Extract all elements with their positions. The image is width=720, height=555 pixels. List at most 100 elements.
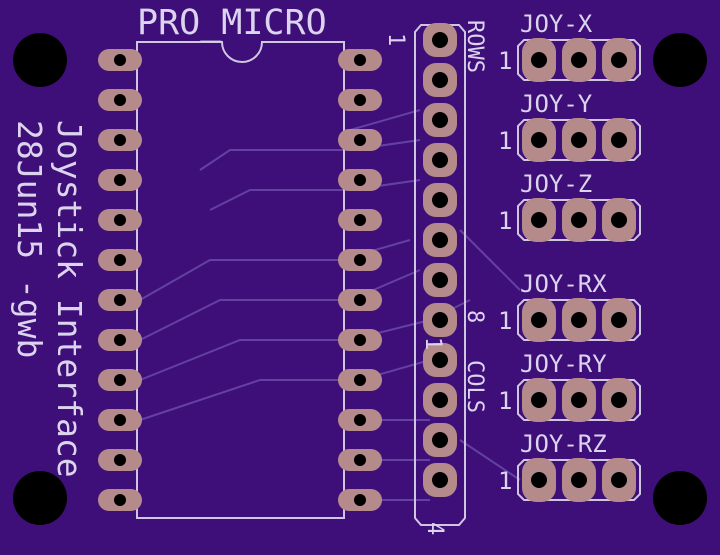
joystick-label: JOY-Z — [520, 170, 592, 198]
chip-pin-pad — [98, 489, 142, 511]
chip-pin-pad — [338, 409, 382, 431]
chip-pin-pad — [98, 329, 142, 351]
joystick-pin1-label: 1 — [498, 127, 512, 155]
header-pin-pad — [423, 263, 457, 297]
board-date-author: 28Jun15 -gwb — [10, 120, 49, 358]
rows-pin8-label: 8 — [462, 310, 487, 323]
chip-pin-pad — [98, 89, 142, 111]
chip-pin-pad — [338, 249, 382, 271]
joystick-header-outline — [517, 119, 641, 161]
chip-pads — [98, 49, 382, 511]
chip-pin-pad — [338, 129, 382, 151]
joystick-pin1-label: 1 — [498, 207, 512, 235]
joystick-pin-pad — [562, 458, 596, 502]
rows-cols-header: 1 ROWS 8 1 COLS 4 — [383, 20, 487, 535]
chip-pin-pad — [338, 489, 382, 511]
joystick-pin-pad — [522, 198, 556, 242]
header-pin-pad — [423, 63, 457, 97]
joystick-header: JOY-RY 1 — [498, 350, 641, 422]
joystick-header-outline — [517, 39, 641, 81]
joystick-header: JOY-Z 1 — [498, 170, 641, 242]
joystick-pin1-label: 1 — [498, 47, 512, 75]
joystick-pin-pad — [562, 118, 596, 162]
cols-label: COLS — [462, 360, 487, 413]
header-pads — [423, 23, 457, 497]
joystick-header-outline — [517, 459, 641, 501]
pro-micro-footprint: PRO_MICRO — [98, 3, 382, 519]
rows-pin1-label: 1 — [383, 33, 408, 46]
joystick-pin-pad — [602, 38, 636, 82]
joystick-pin1-label: 1 — [498, 387, 512, 415]
chip-pin-pad — [338, 209, 382, 231]
chip-pin-pad — [338, 449, 382, 471]
mounting-hole-top-left — [13, 33, 67, 87]
chip-pin-pad — [98, 209, 142, 231]
joystick-pin-pad — [562, 378, 596, 422]
joystick-header: JOY-X 1 — [498, 10, 641, 82]
chip-pin-pad — [338, 89, 382, 111]
header-pin-pad — [423, 343, 457, 377]
header-pin-pad — [423, 23, 457, 57]
joystick-label: JOY-RX — [520, 270, 607, 298]
joystick-header-outline — [517, 299, 641, 341]
joystick-pin1-label: 1 — [498, 467, 512, 495]
header-pin-pad — [423, 103, 457, 137]
joystick-header-outline — [517, 199, 641, 241]
joystick-pin-pad — [602, 118, 636, 162]
joystick-pin1-label: 1 — [498, 307, 512, 335]
header-pin-pad — [423, 183, 457, 217]
chip-pin-pad — [98, 169, 142, 191]
joystick-pin-pad — [522, 298, 556, 342]
chip-pin-pad — [98, 129, 142, 151]
chip-label: PRO_MICRO — [137, 3, 327, 43]
chip-pin-pad — [338, 289, 382, 311]
joystick-pin-pad — [522, 458, 556, 502]
mounting-hole-bottom-right — [653, 471, 707, 525]
chip-pin-pad — [98, 369, 142, 391]
joystick-label: JOY-X — [520, 10, 593, 38]
header-pin-pad — [423, 223, 457, 257]
header-pin-pad — [423, 303, 457, 337]
header-outline — [414, 24, 466, 526]
joystick-pin-pad — [522, 118, 556, 162]
chip-pin-pad — [98, 289, 142, 311]
header-pin-pad — [423, 423, 457, 457]
joystick-pin-pad — [602, 378, 636, 422]
header-pin-pad — [423, 143, 457, 177]
header-pin-pad — [423, 463, 457, 497]
joystick-header-outline — [517, 379, 641, 421]
joystick-pin-pad — [602, 198, 636, 242]
chip-outline — [136, 41, 345, 519]
cols-pin1-label: 1 — [420, 337, 445, 350]
joystick-pin-pad — [602, 298, 636, 342]
joystick-label: JOY-Y — [520, 90, 593, 118]
chip-pin-pad — [338, 329, 382, 351]
mounting-hole-top-right — [653, 33, 707, 87]
joystick-pin-pad — [562, 38, 596, 82]
joystick-pin-pad — [562, 198, 596, 242]
chip-pin-pad — [338, 49, 382, 71]
chip-pin-pad — [338, 169, 382, 191]
chip-pin-pad — [98, 49, 142, 71]
joystick-label: JOY-RZ — [520, 430, 607, 458]
chip-pin-pad — [338, 369, 382, 391]
header-pin-pad — [423, 383, 457, 417]
joystick-pin-pad — [562, 298, 596, 342]
joystick-header: JOY-RX 1 — [498, 270, 641, 342]
mounting-hole-bottom-left — [13, 471, 67, 525]
joystick-pin-pad — [602, 458, 636, 502]
rows-label: ROWS — [462, 20, 487, 73]
chip-pin-pad — [98, 409, 142, 431]
cols-pin4-label: 4 — [422, 522, 447, 535]
joystick-pin-pad — [522, 378, 556, 422]
joystick-label: JOY-RY — [520, 350, 607, 378]
chip-pin-pad — [98, 449, 142, 471]
joystick-header: JOY-Y 1 — [498, 90, 641, 162]
mounting-holes — [13, 33, 707, 525]
board-title: Joystick Interface — [50, 120, 89, 478]
joystick-pin-pad — [522, 38, 556, 82]
chip-pin-pad — [98, 249, 142, 271]
joystick-header: JOY-RZ 1 — [498, 430, 641, 502]
